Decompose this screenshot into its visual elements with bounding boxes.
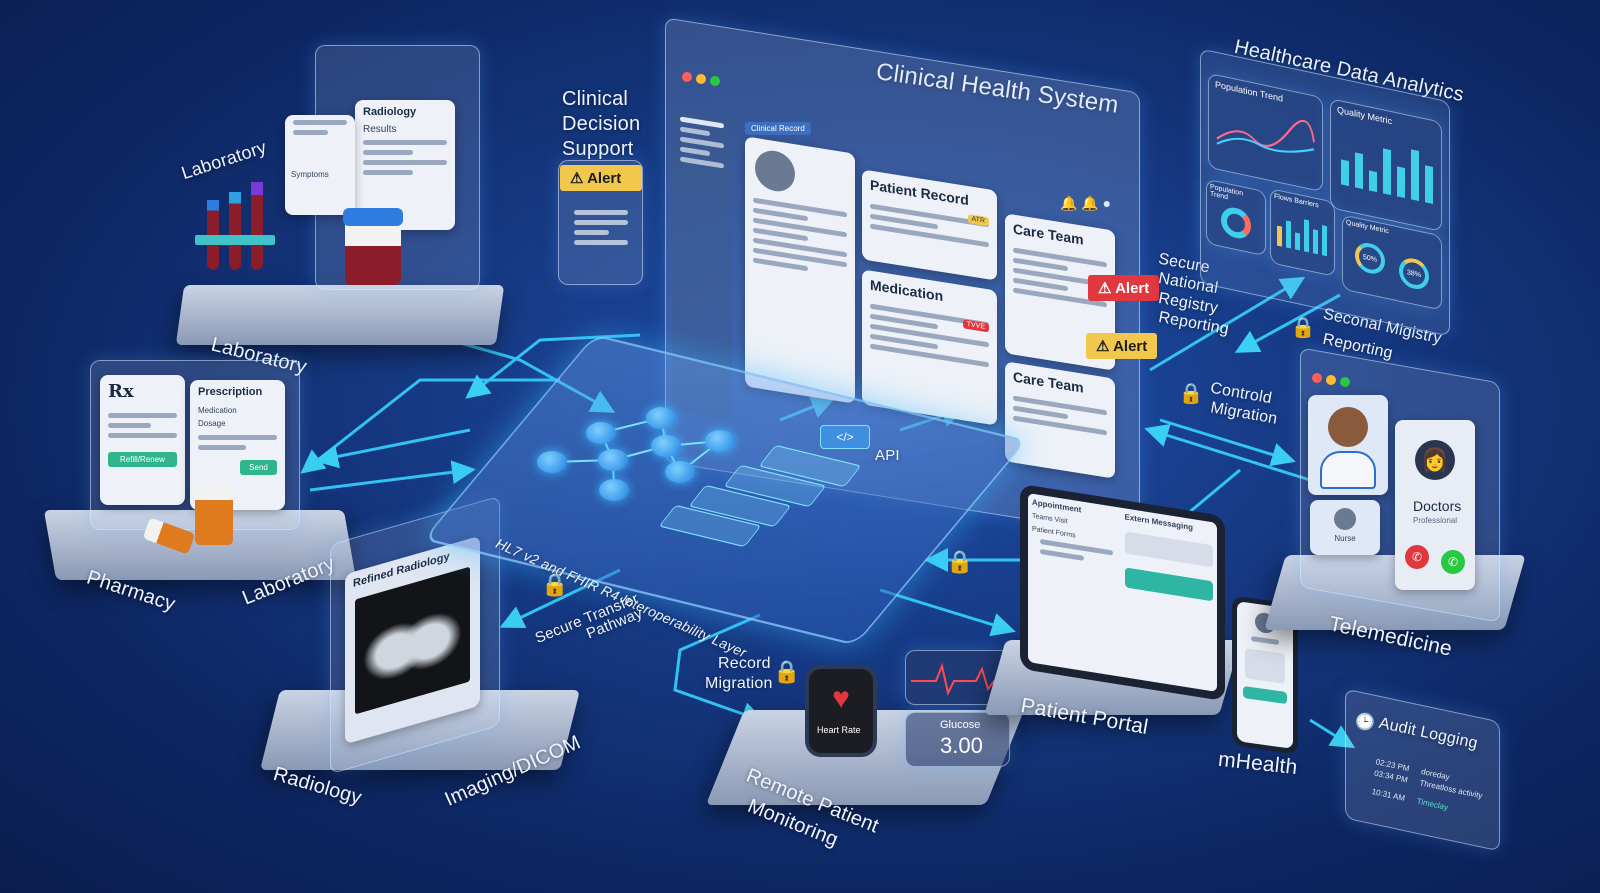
heart-icon: ♥ — [832, 682, 850, 715]
alert-red-text: Alert — [1115, 280, 1150, 297]
appointment-panel: Appointment Teams Visit Patient Forms — [1032, 498, 1121, 673]
patient-avatar — [755, 147, 795, 195]
lab-symptoms-label: Symptoms — [291, 170, 329, 179]
end-call-button[interactable]: ✆ — [1405, 545, 1429, 569]
record-migration-label-1: Record — [718, 655, 771, 672]
lab-symptoms-card: Symptoms — [285, 115, 355, 215]
gauge-1-value: 50% — [1362, 253, 1377, 264]
prescription-title: Prescription — [198, 386, 263, 398]
care-team-alert-red[interactable]: ⚠ Alert — [1088, 275, 1160, 301]
care-team-alert-yellow[interactable]: ⚠ Alert — [1086, 333, 1158, 359]
medication-col: Medication — [198, 406, 237, 415]
api-block — [820, 425, 870, 449]
patient-profile-panel — [745, 136, 855, 404]
network-node — [586, 422, 616, 444]
link-interop-portal — [879, 588, 1016, 637]
care-team-panel-2: Care Team — [1005, 361, 1115, 479]
network-node — [651, 435, 681, 457]
link-interop-pharmacy — [314, 428, 471, 469]
network-node — [598, 449, 628, 471]
link-telemed-2 — [1144, 423, 1311, 482]
cds-label-1: Clinical — [562, 88, 629, 110]
lock-icon: 🔒 — [946, 549, 974, 574]
medication-panel: Medication TVVE — [862, 269, 997, 426]
doctor-icon: 👩 — [1415, 440, 1455, 480]
code-icon: </> — [836, 430, 854, 444]
nurse-avatar — [1334, 508, 1356, 530]
specimen-jar — [343, 208, 403, 285]
api-label: API — [875, 447, 900, 464]
flows-barriers-card: Flows Barriers — [1270, 188, 1335, 277]
population-trend-card: Population Trend — [1208, 72, 1323, 193]
lab-results-label: Results — [363, 124, 397, 135]
send-button[interactable]: Send — [240, 460, 277, 475]
test-tube-rack — [195, 182, 275, 285]
messaging-panel: Extern Messaging — [1124, 512, 1213, 687]
gauge-1: 50% — [1355, 240, 1385, 277]
lock-icon: 🔒 — [1178, 382, 1204, 405]
notification-icons: 🔔 🔔 ● — [1060, 195, 1112, 211]
refill-button[interactable]: Refill/Renew — [108, 452, 177, 467]
trend-chart — [1216, 119, 1315, 153]
link-telemed-1 — [1159, 418, 1296, 467]
network-node — [705, 430, 735, 452]
quality-bars — [1341, 148, 1433, 204]
network-node — [537, 451, 567, 473]
rx-card: Rx Refill/Renew — [100, 375, 185, 505]
link-registry — [1149, 276, 1306, 372]
glucose-panel: Glucose 3.00 — [905, 712, 1010, 767]
smartwatch: ♥ Heart Rate — [805, 665, 877, 757]
flows-bars — [1277, 219, 1327, 257]
cds-label-3: Support — [562, 138, 634, 160]
link-migistry — [1234, 293, 1341, 353]
record-migration-label-2: Migration — [705, 675, 773, 692]
network-node — [646, 407, 676, 429]
link-record-migration — [673, 613, 766, 726]
cds-alert-text: Alert — [587, 170, 622, 187]
link-pharmacy-interop — [309, 460, 476, 492]
doctors-card: 👩 Doctors Professional ✆ ✆ — [1395, 420, 1475, 590]
ecg-panel — [905, 650, 1010, 705]
doctor-video — [1308, 395, 1388, 495]
lock-icon: 🔒 — [773, 659, 801, 684]
glucose-label: Glucose — [940, 719, 981, 731]
gauge-2-value: 38% — [1406, 268, 1421, 279]
nurse-tile: Nurse — [1310, 500, 1380, 555]
lab-results-panel: Radiology Results — [355, 100, 455, 230]
clinical-record-tab[interactable]: Clinical Record — [745, 122, 811, 135]
population-trend-2-card: Population Trend — [1206, 178, 1266, 257]
pill-bottle — [195, 485, 233, 545]
messaging-title: Extern Messaging — [1124, 512, 1193, 533]
lab-panel-title: Radiology — [363, 106, 417, 118]
doctors-label: Doctors — [1413, 498, 1462, 514]
accept-call-button[interactable]: ✆ — [1441, 550, 1465, 574]
dosage-col: Dosage — [198, 419, 226, 428]
glucose-value: 3.00 — [940, 733, 983, 758]
tablet: Appointment Teams Visit Patient Forms Ex… — [1020, 483, 1225, 702]
rx-symbol: Rx — [108, 381, 134, 402]
doctor-avatar — [1328, 407, 1368, 447]
link-audit — [1309, 718, 1356, 749]
network-node — [665, 461, 695, 483]
professional-label: Professional — [1413, 516, 1458, 525]
gauge-2: 38% — [1399, 255, 1429, 292]
network-node — [599, 479, 629, 501]
clock-icon: 🕒 — [1355, 714, 1375, 731]
alert-yellow-text: Alert — [1113, 338, 1148, 355]
heart-rate-label: Heart Rate — [817, 725, 861, 735]
quality-metric-card: Quality Metric — [1330, 98, 1442, 232]
lock-icon: 🔒 — [1290, 316, 1316, 339]
lock-icon: 🔒 — [541, 572, 569, 597]
cds-label-2: Decision — [562, 113, 641, 135]
nurse-label: Nurse — [1334, 534, 1356, 543]
cds-alert[interactable]: ⚠ Alert — [560, 165, 642, 191]
ecg-trace — [911, 662, 1006, 696]
link-interop-lab — [300, 378, 560, 474]
cds-alert-list — [566, 205, 636, 250]
donut-chart — [1221, 204, 1251, 242]
